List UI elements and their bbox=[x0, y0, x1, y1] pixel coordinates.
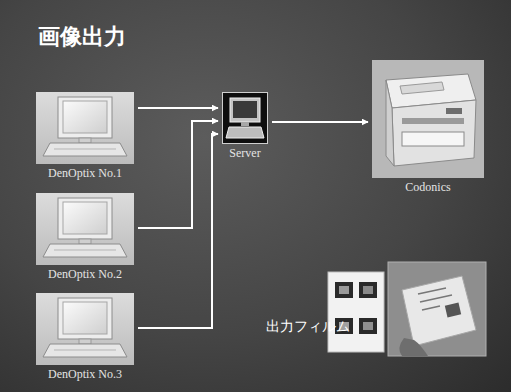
slide-title: 画像出力 bbox=[38, 22, 126, 52]
device-label: DenOptix No.2 bbox=[48, 268, 122, 282]
printer-box: Codonics bbox=[372, 60, 484, 195]
workstation-box: DenOptix No.3 bbox=[36, 293, 134, 382]
output-film bbox=[328, 272, 384, 352]
workstation-box: DenOptix No.1 bbox=[36, 92, 134, 181]
device-icon bbox=[36, 92, 134, 164]
film-photo bbox=[388, 262, 486, 356]
device-label: Server bbox=[229, 147, 260, 161]
film-label: 出力フィルム bbox=[266, 318, 350, 336]
flow-arrow bbox=[138, 134, 218, 328]
flow-arrow bbox=[138, 121, 218, 228]
flow-arrow bbox=[138, 107, 218, 109]
device-icon bbox=[36, 293, 134, 365]
device-label: DenOptix No.1 bbox=[48, 167, 122, 181]
workstation-box: DenOptix No.2 bbox=[36, 193, 134, 282]
flow-arrow bbox=[272, 121, 368, 123]
device-icon bbox=[372, 60, 484, 178]
device-label: Codonics bbox=[405, 181, 450, 195]
device-icon bbox=[222, 92, 268, 144]
device-label: DenOptix No.3 bbox=[48, 368, 122, 382]
device-icon bbox=[36, 193, 134, 265]
server-box: Server bbox=[222, 92, 268, 161]
